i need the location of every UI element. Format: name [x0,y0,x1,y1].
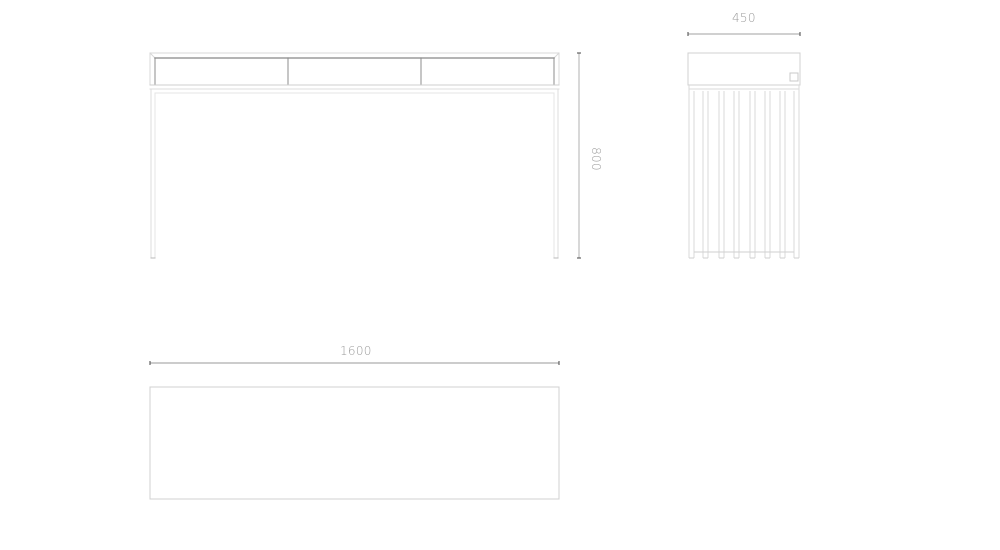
side-slats [688,85,800,258]
width-dimension-label: 1600 [340,344,372,358]
depth-dimension-label: 450 [732,11,756,25]
desk-frame [149,88,560,259]
height-dimension-line [577,52,581,259]
side-bottom-rail [689,251,799,259]
width-dimension-line [149,361,560,365]
side-top-slab [687,52,801,86]
plan-outline [149,386,560,500]
left-leg [150,88,156,259]
drawer-row [149,57,560,86]
drawer-handle-detail [789,72,799,82]
depth-dimension-line [687,32,801,36]
side-elevation [687,52,801,259]
front-elevation [149,52,560,259]
height-dimension-label: 800 [588,147,603,171]
right-leg [553,88,559,259]
plan-view [149,386,560,500]
desk-top-slab [149,52,560,86]
